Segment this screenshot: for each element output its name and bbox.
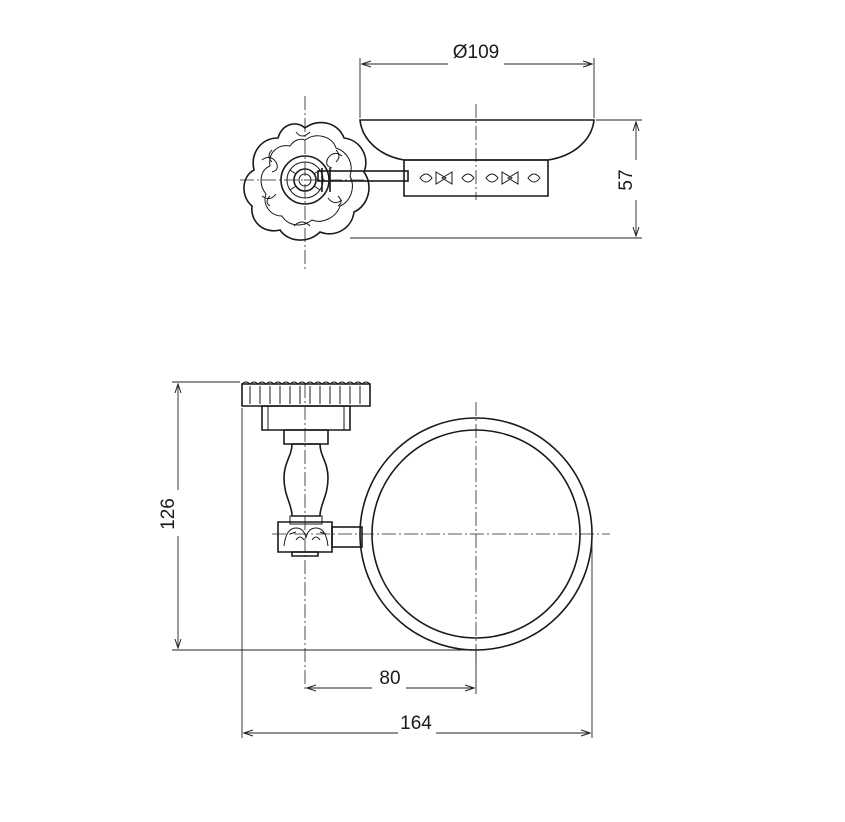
front-arm — [331, 526, 363, 548]
front-view: 126 80 164 — [158, 381, 610, 738]
dim-label-bowl-height: 57 — [616, 169, 637, 190]
bowl-ornament — [419, 171, 541, 185]
dim-label-bowl-diameter: Ø109 — [453, 42, 499, 63]
dim-label-total-height: 126 — [158, 498, 179, 530]
baluster-column — [283, 443, 329, 525]
mounting-cap — [241, 381, 371, 445]
dim-wall-to-center: 80 — [307, 650, 477, 694]
soap-bowl-top — [359, 119, 595, 197]
dim-bowl-diameter: Ø109 — [359, 42, 595, 118]
dim-bowl-height: 57 — [350, 119, 642, 239]
dim-label-total-depth: 164 — [400, 713, 432, 734]
dim-label-wall-to-center: 80 — [379, 668, 400, 689]
dim-total-depth: 164 — [241, 408, 593, 738]
top-view: Ø109 57 — [240, 42, 642, 272]
dim-total-height: 126 — [158, 381, 476, 651]
arm-joint — [277, 521, 333, 557]
